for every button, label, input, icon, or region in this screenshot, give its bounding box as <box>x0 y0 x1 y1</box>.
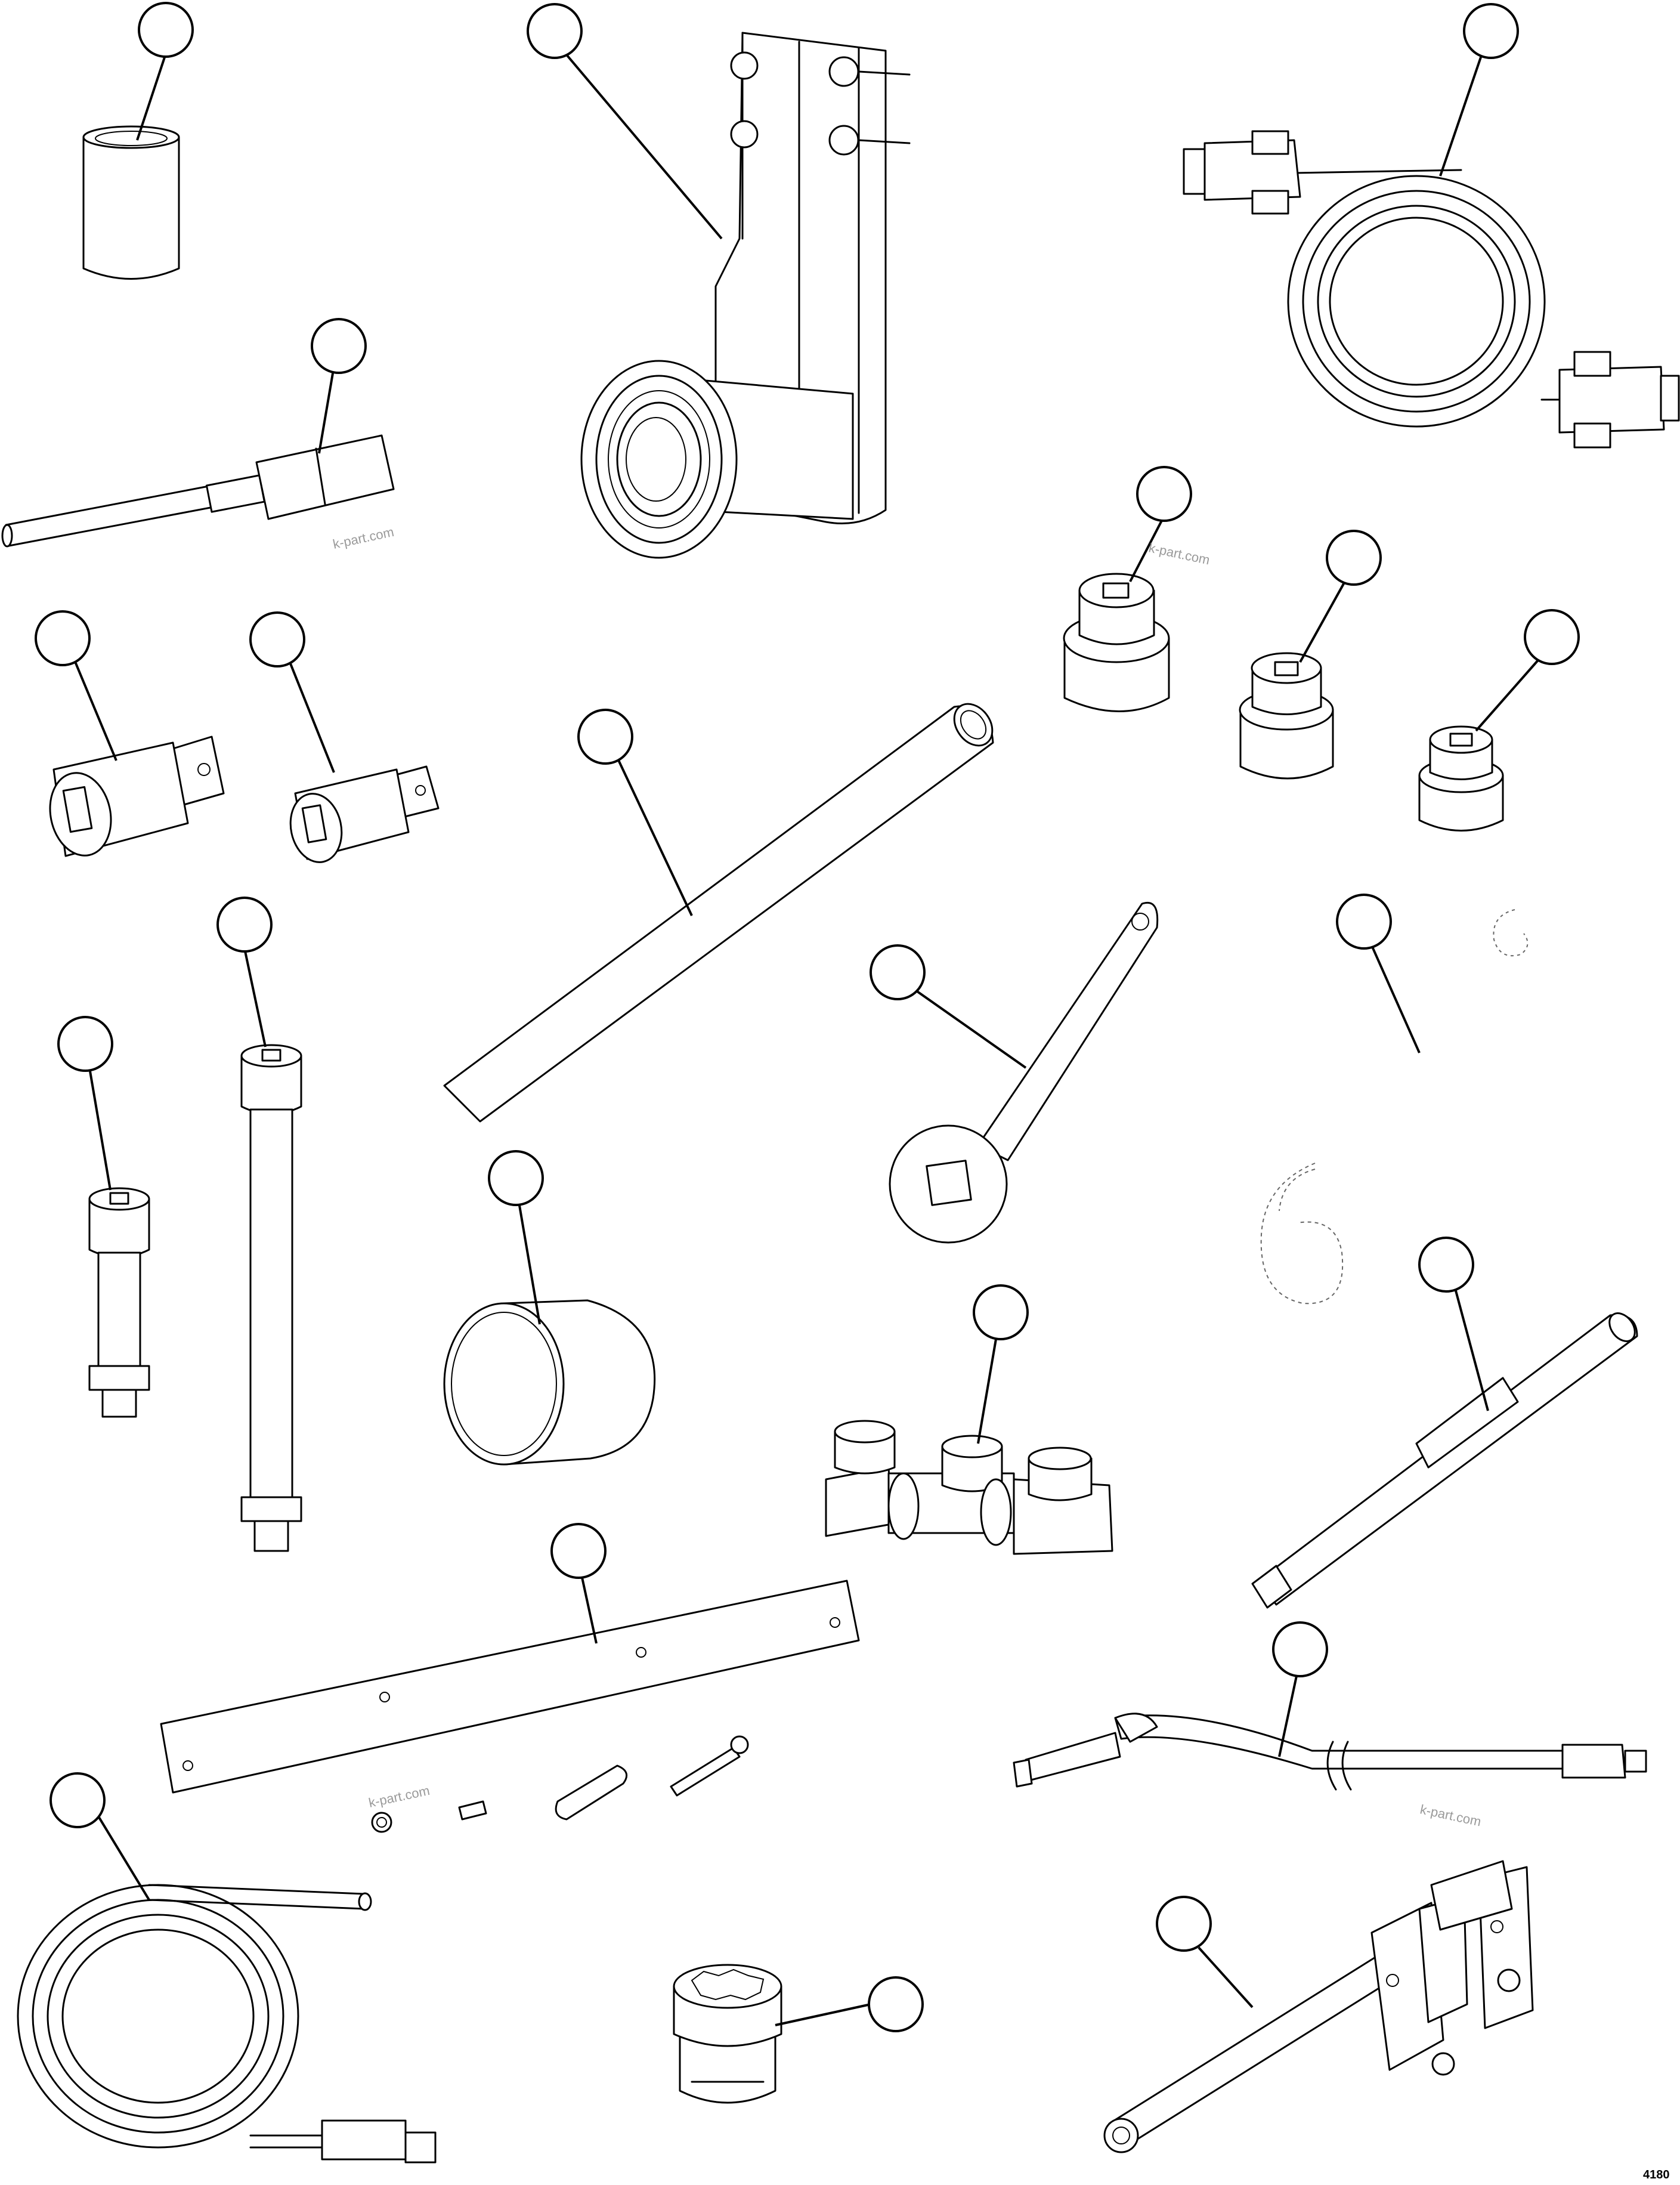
drawing-code: 4180 <box>1643 2168 1670 2181</box>
callout-circle <box>577 709 633 765</box>
leader-line <box>243 948 267 1047</box>
callout-circle <box>49 1772 106 1828</box>
callout-circle <box>311 318 367 374</box>
watermark-text: k-part.com <box>332 524 395 552</box>
leader-line <box>1198 1946 1254 2008</box>
adapter-icon <box>49 735 225 857</box>
leader-line <box>1129 515 1165 582</box>
leader-line <box>1439 53 1483 177</box>
wrench-icon <box>889 902 1159 1244</box>
leader-line <box>580 1574 598 1644</box>
callout-circle <box>973 1284 1029 1340</box>
callout-circle <box>1418 1237 1474 1293</box>
leader-line <box>97 1815 150 1901</box>
coil-icon <box>17 1884 437 2164</box>
leader-line <box>1278 1673 1298 1757</box>
callout-circle <box>1156 1896 1212 1952</box>
callout-circle <box>138 2 194 58</box>
callout-circle <box>870 944 926 1000</box>
callout-circle <box>57 1016 113 1072</box>
callout-circle <box>1524 609 1580 665</box>
socket-block-icon <box>825 1420 1113 1555</box>
leader-line <box>977 1339 997 1444</box>
tube-icon <box>443 703 994 1123</box>
leader-line <box>1454 1288 1489 1411</box>
puller-icon <box>1103 1860 1534 2153</box>
bearing-bracket-icon <box>580 32 911 559</box>
watermark-text: k-part.com <box>1419 1801 1483 1829</box>
callout-circle <box>1326 530 1382 586</box>
callout-circle <box>527 3 583 59</box>
callout-circle <box>1272 1621 1328 1677</box>
callout-circle <box>249 611 305 667</box>
callout-circle <box>868 1976 924 2032</box>
callout-circle <box>1336 894 1392 950</box>
socket-icon <box>673 1964 782 2104</box>
leader-line <box>88 1067 112 1191</box>
ring-icon <box>1260 909 1529 1305</box>
rod-icon <box>1251 1312 1638 1609</box>
callout-circle <box>1136 466 1192 522</box>
callout-circle <box>35 610 91 666</box>
extension-icon <box>240 1044 302 1552</box>
leader-line <box>775 2003 871 2026</box>
sleeve-icon <box>82 125 180 280</box>
socket-icon <box>1063 573 1170 712</box>
bar-icon <box>160 1580 860 1833</box>
leader-line <box>616 757 693 916</box>
extension-icon <box>88 1187 150 1418</box>
watermark-text: k-part.com <box>367 1783 431 1810</box>
probe-icon <box>1 434 395 548</box>
leader-line <box>1299 581 1346 663</box>
leader-line <box>559 47 723 240</box>
callout-circle <box>216 897 273 953</box>
callout-circle <box>1463 3 1519 59</box>
hose-icon <box>1013 1713 1647 1791</box>
sleeve-icon <box>443 1299 656 1466</box>
leader-line <box>70 653 117 761</box>
callout-circle <box>488 1150 544 1206</box>
callout-circle <box>550 1523 607 1579</box>
leader-line <box>1475 655 1543 732</box>
socket-icon <box>1239 652 1334 780</box>
leader-line <box>914 989 1027 1069</box>
leader-line <box>1370 945 1421 1053</box>
socket-icon <box>1418 725 1504 832</box>
leader-line <box>518 1201 541 1325</box>
adapter-icon <box>289 765 440 863</box>
leader-line <box>136 53 167 141</box>
leader-line <box>285 653 335 773</box>
watermark-text: k-part.com <box>1147 540 1211 567</box>
cable-icon <box>1183 130 1680 449</box>
